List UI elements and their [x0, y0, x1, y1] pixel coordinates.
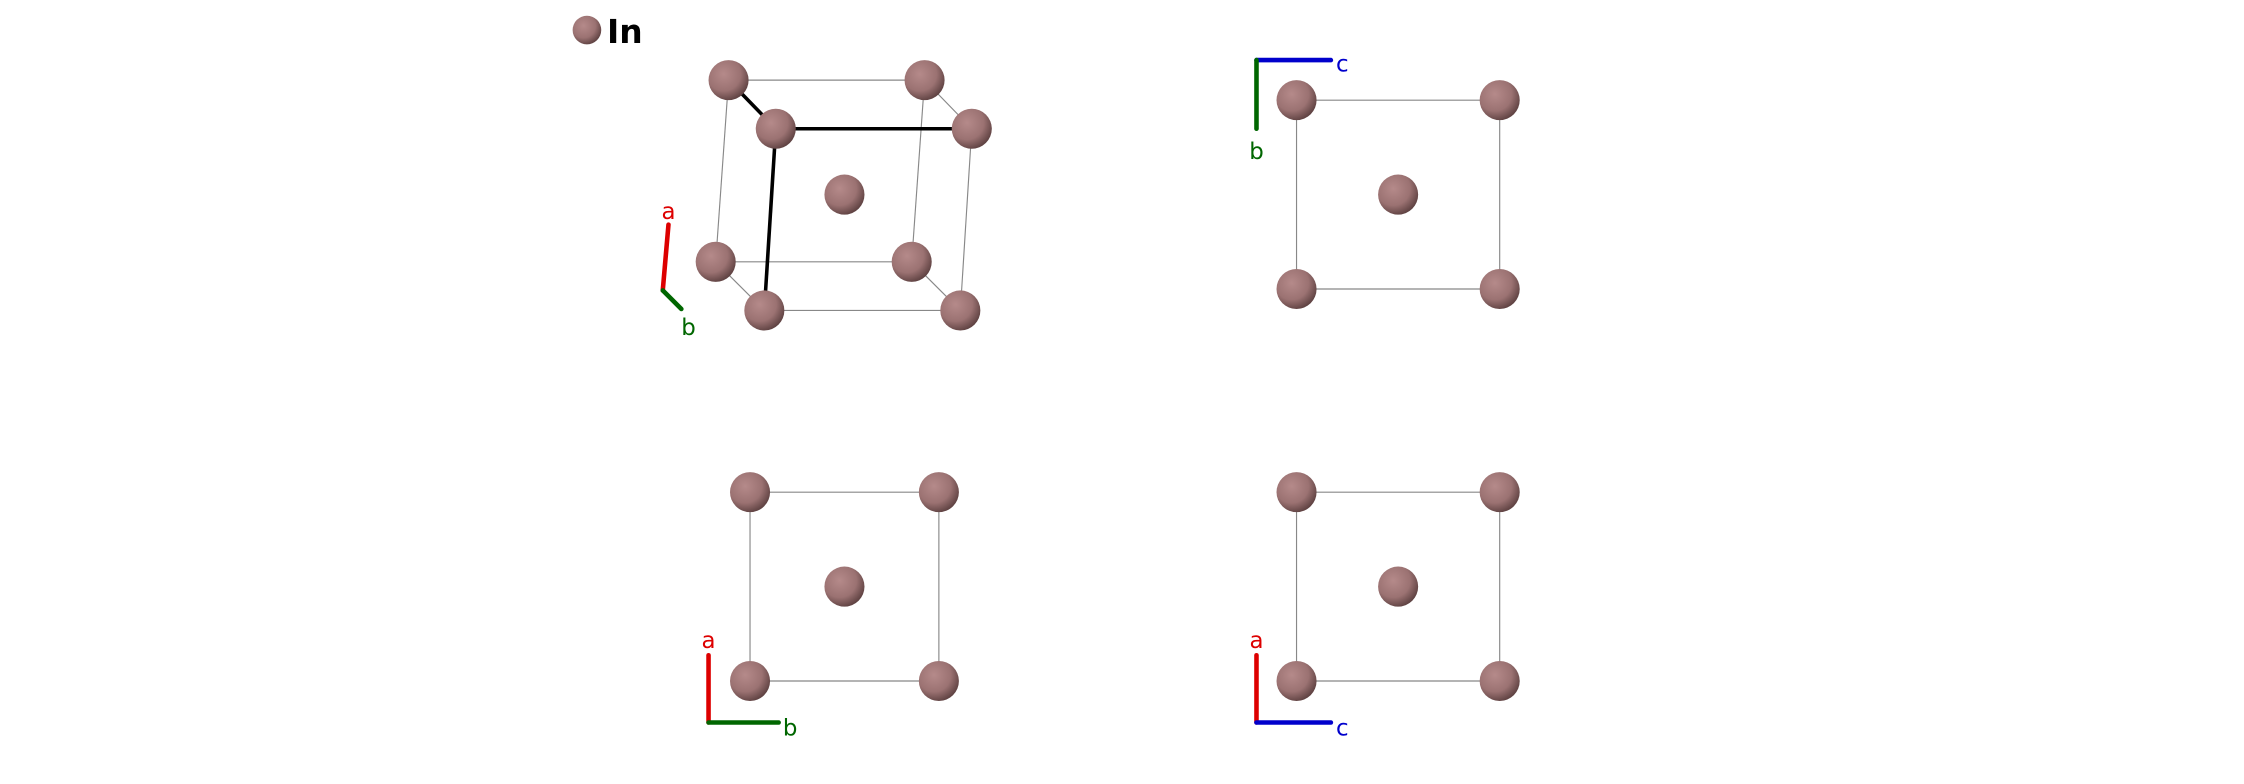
in-atom	[940, 290, 981, 331]
in-atom	[755, 108, 796, 149]
in-atom	[1479, 660, 1520, 702]
axis-a-label: a	[661, 199, 675, 225]
unit-cell-axis-edge	[762, 128, 778, 311]
in-atom	[708, 60, 749, 101]
axis-b-label: b	[1249, 139, 1264, 165]
in-atom	[730, 660, 771, 702]
in-atom	[824, 566, 865, 607]
in-atom	[1479, 80, 1520, 121]
in-atom	[695, 241, 736, 282]
in-atom	[891, 241, 932, 282]
axis-b-label: b	[783, 715, 798, 741]
axis-b-label: b	[681, 315, 696, 341]
legend-element-label: In	[607, 12, 643, 51]
axis-c-label: c	[1336, 52, 1349, 78]
in-atom	[1276, 268, 1317, 310]
legend-atom-icon	[572, 15, 602, 45]
legend: In	[572, 12, 643, 51]
in-atom	[1378, 566, 1419, 607]
in-atom	[918, 660, 959, 702]
in-atom	[918, 472, 959, 513]
in-atom	[824, 174, 865, 215]
in-atom	[744, 290, 785, 331]
axis-a-label: a	[1249, 628, 1263, 654]
in-atom	[1276, 80, 1317, 121]
in-atom	[1479, 268, 1520, 310]
unit-cell-edge	[715, 80, 730, 262]
in-atom	[904, 60, 945, 101]
in-atom	[951, 108, 992, 149]
in-atom	[1479, 472, 1520, 513]
axis-b-line	[660, 288, 684, 312]
axis-a-line	[660, 222, 671, 293]
in-atom	[1378, 174, 1419, 215]
unit-cell-edge	[959, 128, 973, 311]
in-atom	[1276, 660, 1317, 702]
in-atom	[1276, 472, 1317, 513]
in-atom	[730, 472, 771, 513]
axis-c-label: c	[1336, 715, 1349, 741]
unit-cell-edge	[911, 80, 926, 262]
axis-a-label: a	[702, 628, 716, 654]
